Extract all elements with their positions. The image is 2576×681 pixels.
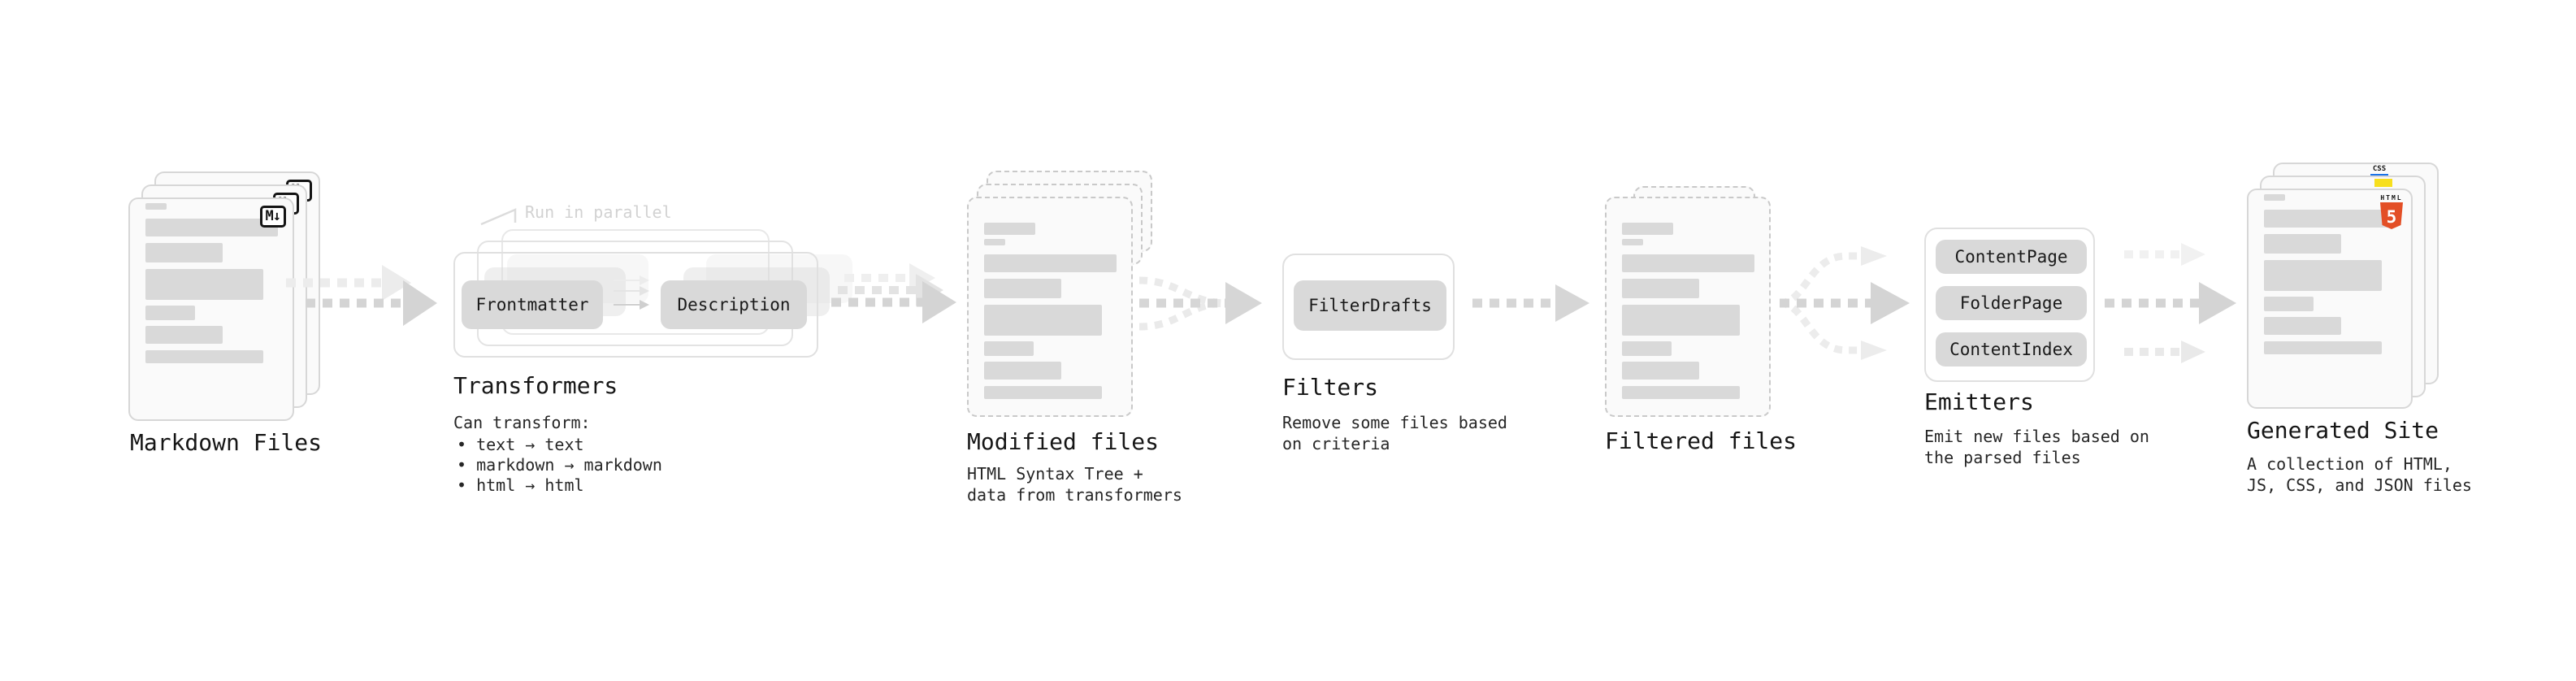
arrow-emitters-to-site (2105, 243, 2236, 363)
stage-transformers: Frontmatter Description (453, 229, 852, 363)
placeholder-line (1622, 305, 1740, 336)
file-card (967, 197, 1133, 417)
placeholder-line (2264, 317, 2341, 335)
js-icon (2374, 179, 2392, 187)
placeholder-line (2264, 234, 2341, 254)
stage-title-transformers: Transformers (453, 372, 618, 399)
stage-description-generated-site: A collection of HTML, JS, CSS, and JSON … (2247, 454, 2472, 495)
placeholder-line (984, 341, 1034, 356)
arrow-filtered-to-emitters (1779, 246, 1910, 360)
placeholder-line (984, 386, 1102, 399)
stage-description-emitters: Emit new files based on the parsed files (1924, 427, 2149, 467)
css-icon-label: CSS (2372, 165, 2387, 173)
placeholder-line (145, 269, 263, 300)
stage-description-filters: Remove some files based on criteria (1282, 413, 1507, 453)
placeholder-line (1622, 341, 1672, 356)
markdown-icon: M↓ (259, 206, 286, 228)
placeholder-line (1622, 239, 1643, 245)
arrow-markdown-to-transformers (286, 265, 437, 326)
placeholder-line (1622, 386, 1740, 399)
note-item: html → html (457, 475, 662, 496)
placeholder-line (1622, 223, 1673, 235)
arrow-transformers-to-modified (831, 263, 956, 323)
placeholder-line (984, 279, 1061, 298)
file-card: M↓ (128, 197, 294, 421)
emitter-folderpage: FolderPage (1936, 286, 2087, 320)
stage-generated-site: CSS HTML 5 (2247, 163, 2442, 414)
html5-shield: 5 (2380, 202, 2403, 229)
annotation-pointer-line (480, 208, 517, 226)
arrow-frontmatter-to-description (614, 275, 649, 310)
placeholder-line (984, 223, 1035, 235)
stage-title-filtered-files: Filtered files (1605, 427, 1798, 454)
placeholder-line (2264, 194, 2285, 201)
file-card (1605, 197, 1771, 417)
placeholder-line (984, 362, 1061, 380)
stage-title-markdown-files: Markdown Files (130, 429, 323, 456)
stage-title-modified-files: Modified files (967, 428, 1160, 455)
placeholder-line (2264, 210, 2396, 228)
placeholder-line (984, 254, 1117, 272)
transformer-layer-front (453, 252, 818, 358)
file-card: HTML 5 (2247, 189, 2413, 409)
placeholder-line (145, 326, 223, 344)
stage-filters-box: FilterDrafts (1282, 254, 1455, 360)
placeholder-line (984, 239, 1005, 245)
transformers-note-list: text → text markdown → markdown html → h… (457, 435, 662, 496)
note-item: text → text (457, 435, 662, 455)
html5-icon: HTML 5 (2377, 194, 2406, 229)
placeholder-line (1622, 362, 1699, 380)
note-item: markdown → markdown (457, 455, 662, 475)
placeholder-line (145, 219, 278, 236)
placeholder-line (1622, 254, 1754, 272)
placeholder-line (2264, 260, 2382, 291)
annotation-run-in-parallel: Run in parallel (525, 202, 672, 222)
transformers-note-heading: Can transform: (453, 413, 591, 432)
placeholder-line (1622, 279, 1699, 298)
placeholder-line (2264, 341, 2382, 354)
emitter-contentindex: ContentIndex (1936, 332, 2087, 367)
placeholder-line (984, 305, 1102, 336)
stage-emitters-box: ContentPage FolderPage ContentIndex (1924, 228, 2095, 382)
stage-markdown-files: M↓ M↓ M↓ (128, 171, 323, 423)
transformer-description: Description (661, 280, 807, 329)
stage-title-emitters: Emitters (1924, 388, 2034, 415)
emitter-contentpage: ContentPage (1936, 240, 2087, 274)
placeholder-line (145, 306, 195, 320)
transformer-frontmatter: Frontmatter (462, 280, 603, 329)
arrow-modified-to-filters (1138, 276, 1262, 331)
html5-icon-word: HTML (2380, 194, 2403, 202)
stage-modified-files (967, 171, 1162, 423)
filter-filterdrafts: FilterDrafts (1294, 280, 1446, 331)
placeholder-line (145, 350, 263, 363)
svg-text:5: 5 (2387, 207, 2397, 227)
placeholder-line (145, 203, 167, 210)
stage-title-filters: Filters (1282, 374, 1379, 401)
arrow-filters-to-filtered (1472, 284, 1589, 322)
stage-title-generated-site: Generated Site (2247, 417, 2439, 444)
stage-filtered-files (1605, 186, 1800, 430)
stage-description-modified-files: HTML Syntax Tree + data from transformer… (967, 464, 1182, 505)
placeholder-line (2264, 297, 2314, 311)
placeholder-line (145, 243, 223, 262)
